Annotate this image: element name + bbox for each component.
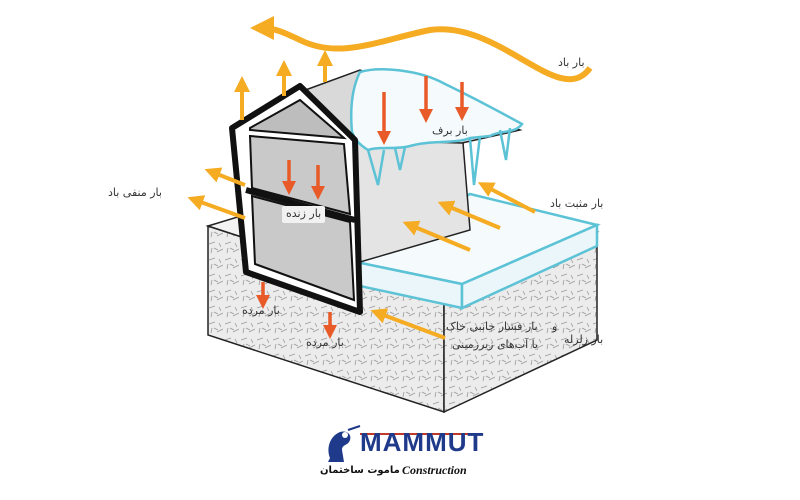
wind-stream bbox=[250, 16, 593, 83]
floor-slab bbox=[245, 187, 356, 223]
soil-pressure-arrow bbox=[370, 308, 446, 340]
label-soil-line2: یا آب‌های زیرزمینی bbox=[452, 338, 539, 351]
positive-wind-arrow bbox=[402, 220, 471, 252]
brand-tagline: Construction bbox=[402, 463, 467, 477]
label-dead-2: بار مرده bbox=[306, 336, 344, 349]
attic bbox=[249, 98, 347, 140]
uplift-arrows bbox=[234, 50, 333, 120]
label-live: بار زنده bbox=[282, 206, 326, 223]
label-wind: بار باد bbox=[558, 56, 585, 69]
house-section bbox=[229, 83, 363, 315]
live-load-arrows bbox=[282, 160, 325, 200]
positive-wind-arrows bbox=[402, 182, 536, 252]
negative-wind-arrow bbox=[204, 167, 246, 187]
brand-name-fa: ماموت ساختمان bbox=[320, 465, 400, 476]
label-negative-wind: بار منفی باد bbox=[108, 186, 162, 199]
mammut-logo-mark bbox=[328, 425, 470, 462]
label-earthquake: بار زلزله bbox=[564, 333, 604, 346]
icicles bbox=[366, 127, 512, 186]
ground-snow-side bbox=[460, 223, 599, 310]
label-positive-wind: بار مثبت باد bbox=[550, 197, 604, 210]
label-conjunction: و bbox=[552, 320, 558, 333]
positive-wind-arrow bbox=[477, 182, 536, 214]
label-snow: بار برف bbox=[432, 124, 468, 137]
negative-wind-arrow bbox=[187, 195, 246, 220]
brand-logo: MAMMUT ماموت ساختمان Construction bbox=[318, 425, 498, 485]
brand-name: MAMMUT bbox=[360, 427, 485, 457]
label-dead-1: بار مرده bbox=[242, 304, 280, 317]
negative-wind-arrows bbox=[187, 167, 246, 220]
positive-wind-arrow bbox=[437, 200, 501, 230]
dead-load-arrows bbox=[256, 282, 337, 339]
upper-room bbox=[248, 134, 352, 216]
label-soil-line1: بار فشار جانبی خاک bbox=[446, 320, 538, 333]
snow-load-arrows bbox=[377, 76, 469, 145]
